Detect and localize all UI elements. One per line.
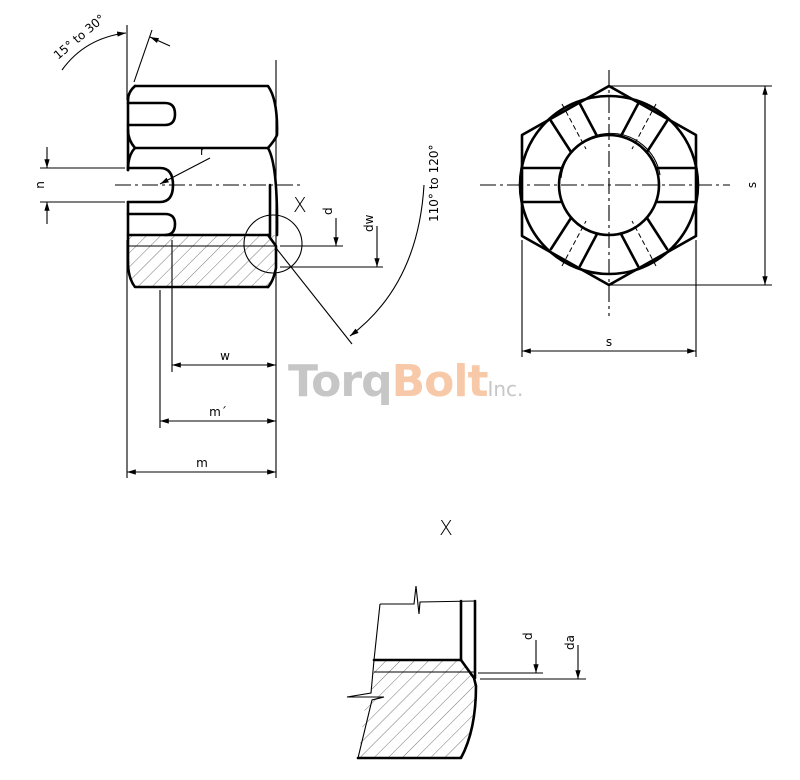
detail-x-view: X d da [346, 516, 586, 760]
label-m-prime: m´ [209, 405, 227, 419]
watermark-logo: TorqBoltInc. [288, 356, 523, 407]
label-bearing-angle: 110° to 120° [427, 145, 441, 222]
top-view: s s [480, 70, 772, 357]
label-dw: dw [362, 214, 376, 232]
label-s-vertical: s [745, 182, 759, 188]
label-chamfer-angle: 15° to 30° [51, 12, 108, 63]
detail-x-title: X [439, 516, 453, 540]
label-m: m [196, 456, 208, 470]
label-r: r [200, 144, 205, 158]
logo-inc: Inc. [487, 377, 524, 401]
logo-bolt: Bolt [391, 356, 489, 407]
detail-label-da: da [563, 635, 577, 650]
detail-label-d: d [521, 632, 535, 640]
label-s-horizontal: s [606, 335, 612, 349]
logo-torq: Torq [288, 356, 393, 407]
label-w: w [220, 349, 230, 363]
side-view: n r 15° to 30° X d dw 110° to 120° w m´ [33, 12, 441, 478]
label-detail-x: X [293, 193, 307, 217]
label-n: n [33, 181, 47, 189]
label-d: d [321, 207, 335, 215]
